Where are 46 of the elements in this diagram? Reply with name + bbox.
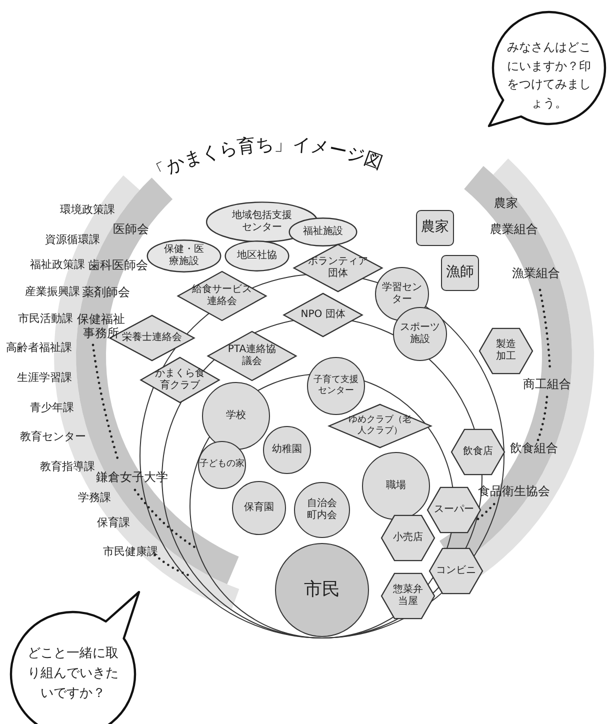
shop-hexagon: コンビニ: [429, 548, 483, 594]
section-name: 環境政策課: [60, 203, 115, 216]
organization-name: 飲食組合: [510, 441, 558, 456]
shop-hexagon: 製造加工: [479, 328, 533, 374]
facility-ellipse: 地区社協: [225, 241, 289, 271]
place-circle: 職場: [362, 452, 430, 520]
place-circle: 子どもの家: [198, 441, 246, 489]
shop-hexagon: 惣菜弁当屋: [381, 573, 435, 619]
group-diamond: かまくら食育クラブ: [140, 357, 220, 403]
section-name: 学務課: [78, 491, 111, 504]
place-circle: 子育て支援センター: [307, 357, 365, 415]
section-name: 産業振興課: [25, 285, 80, 298]
section-name: 青少年課: [30, 401, 74, 414]
group-diamond: 給食サービス連絡会: [177, 271, 267, 321]
title: 「かまくら育ち」イメージ図: [146, 134, 386, 186]
place-circle: 幼稚園: [263, 426, 311, 474]
section-name: 高齢者福祉課: [6, 341, 72, 354]
place-circle: 自治会町内会: [294, 482, 350, 538]
citizen-circle: 市民: [275, 543, 369, 637]
group-diamond: PTA連絡協議会: [207, 331, 297, 381]
place-circle: 学校: [202, 382, 270, 450]
place-circle: スポーツ施設: [393, 307, 447, 361]
section-name: 教育指導課: [40, 460, 95, 474]
facility-ellipse: 福祉施設: [289, 218, 357, 246]
organization-name: 薬剤師会: [82, 285, 130, 300]
organization-name: 漁業組合: [512, 266, 560, 280]
section-name: 市民健康課: [103, 545, 158, 558]
section-name: 保育課: [97, 516, 130, 530]
organization-name: 農家: [494, 196, 518, 210]
section-name: 資源循環課: [45, 233, 100, 246]
group-diamond: ボランティア団体: [293, 244, 383, 292]
producer-box: 漁師: [441, 255, 479, 291]
organization-name: 医師会: [113, 222, 149, 236]
organization-name: 農業組合: [490, 222, 538, 236]
shop-hexagon: 小売店: [381, 515, 435, 561]
group-diamond: NPO 団体: [283, 293, 363, 337]
section-name: 福祉政策課: [30, 258, 85, 272]
place-circle: 保育園: [232, 481, 286, 535]
shop-hexagon: 飲食店: [451, 429, 505, 475]
section-name: 市民活動課: [18, 312, 73, 326]
organization-name: 商工組合: [523, 377, 571, 392]
facility-ellipse: 保健・医療施設: [147, 240, 221, 272]
producer-box: 農家: [416, 210, 454, 246]
section-name: 生涯学習課: [17, 371, 72, 384]
section-name: 教育センター: [20, 430, 86, 444]
organization-name: 歯科医師会: [88, 258, 148, 272]
